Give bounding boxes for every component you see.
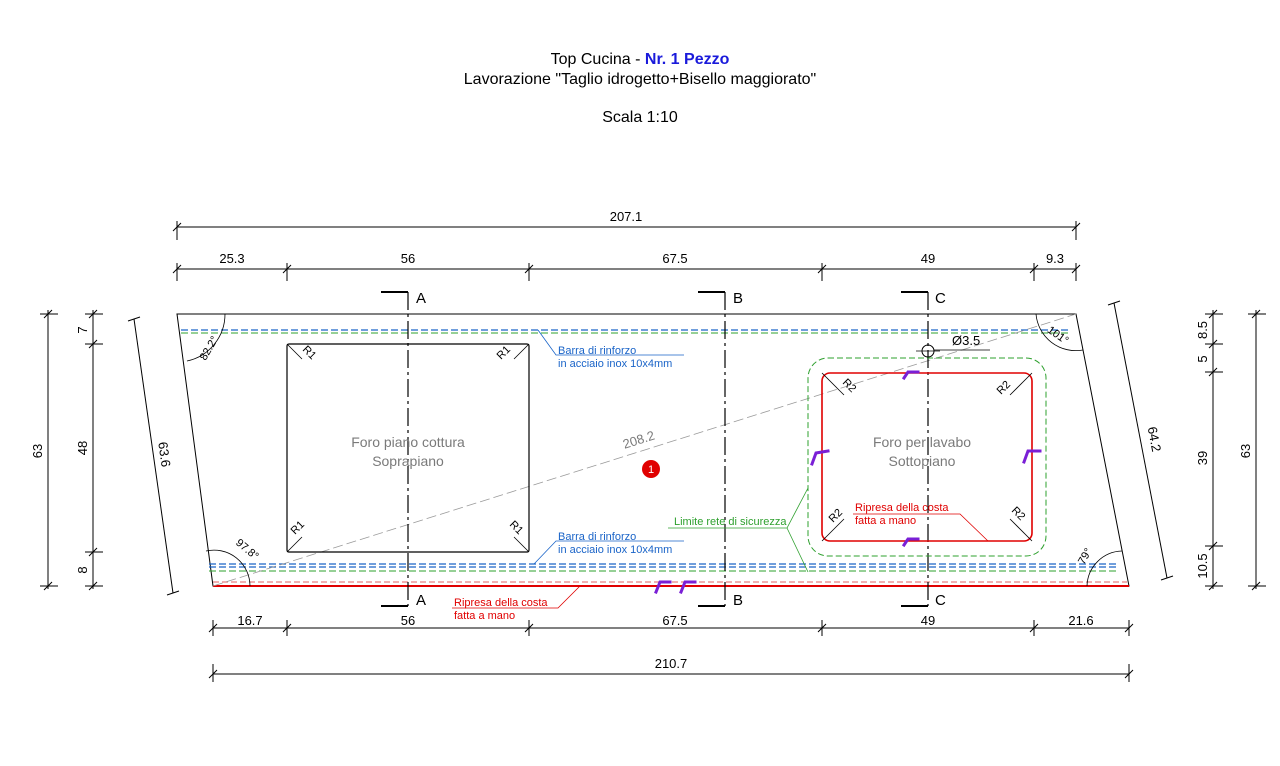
top-dim-1: 25.3 <box>219 251 244 266</box>
cooktop-radius-tl: R1 <box>300 344 318 362</box>
right-dim-4: 10.5 <box>1195 553 1210 578</box>
cooktop-radius-tr: R1 <box>495 344 513 362</box>
bottom-dim-5: 21.6 <box>1068 613 1093 628</box>
sink-hand-edge-note-1: Ripresa della costa <box>855 502 949 514</box>
safety-net-limit <box>807 357 1047 557</box>
cooktop-cutout <box>286 343 530 553</box>
title-prefix: Top Cucina - <box>550 51 645 68</box>
right-dim-2: 5 <box>1195 355 1210 362</box>
sink-label-2: Sottopiano <box>889 453 956 469</box>
drawing-header: Top Cucina - Nr. 1 Pezzo Lavorazione "Ta… <box>0 50 1280 128</box>
sink-cutout <box>821 372 1033 542</box>
section-label-c-bottom: C <box>935 592 946 609</box>
diagonal-dim: 208.2 <box>621 428 657 452</box>
drawing-scale: Scala 1:10 <box>602 109 678 126</box>
right-dim-1: 8.5 <box>1195 321 1210 339</box>
section-label-c-top: C <box>935 290 946 307</box>
top-dim-3: 67.5 <box>662 251 687 266</box>
piece-number: 1 <box>648 464 654 476</box>
angle-arc-top-left <box>186 313 226 362</box>
bottom-dim-2: 56 <box>401 613 415 628</box>
bottom-dim-1: 16.7 <box>237 613 262 628</box>
bottom-dim-4: 49 <box>921 613 935 628</box>
bar-bottom-note-2: in acciaio inox 10x4mm <box>558 544 672 556</box>
drawing-subtitle: Lavorazione "Taglio idrogetto+Bisello ma… <box>463 71 817 88</box>
cooktop-label-1: Foro piano cottura <box>351 434 465 450</box>
front-hand-edge-note-2: fatta a mano <box>454 610 515 622</box>
top-dim-4: 49 <box>921 251 935 266</box>
section-label-a-top: A <box>416 290 426 307</box>
left-dim-2: 48 <box>75 441 90 455</box>
bar-top-note-2: in acciaio inox 10x4mm <box>558 358 672 370</box>
cooktop-radius-br: R1 <box>507 519 525 537</box>
annotation-leaders <box>452 329 989 609</box>
angle-arc-top-right <box>1035 313 1084 351</box>
left-dimensions <box>40 309 180 596</box>
bottom-dim-3: 67.5 <box>662 613 687 628</box>
right-dimensions <box>1107 300 1266 591</box>
diagonal-line <box>212 313 1077 587</box>
left-edge-dim: 63.6 <box>155 441 173 468</box>
hand-finish-markers <box>654 370 1042 594</box>
drawing-title: Top Cucina - Nr. 1 Pezzo <box>0 50 1280 70</box>
piece-number-marker <box>642 460 660 478</box>
cooktop-label-2: Soprapiano <box>372 453 444 469</box>
right-edge-dim: 64.2 <box>1145 425 1165 453</box>
bar-bottom-note-1: Barra di rinforzo <box>558 531 636 543</box>
section-label-a-bottom: A <box>416 592 426 609</box>
section-label-b-bottom: B <box>733 592 743 609</box>
sink-hand-edge-note-2: fatta a mano <box>855 515 916 527</box>
bottom-dimensions <box>208 620 1134 682</box>
right-dim-3: 39 <box>1195 451 1210 465</box>
top-total-dim: 207.1 <box>610 209 643 224</box>
angle-top-right: 101° <box>1045 324 1071 347</box>
bottom-total-dim: 210.7 <box>655 656 688 671</box>
bar-top-note-1: Barra di rinforzo <box>558 345 636 357</box>
section-label-b-top: B <box>733 290 743 307</box>
sink-radius-bl: R2 <box>827 507 845 525</box>
tap-hole-diameter: Ø3.5 <box>952 333 980 348</box>
angle-top-left: 82.2° <box>198 334 221 362</box>
angle-arc-bottom-left <box>205 549 251 587</box>
sink-label-1: Foro per lavabo <box>873 434 971 450</box>
angle-arc-bottom-right <box>1086 550 1123 587</box>
left-outer-dim: 63 <box>30 444 45 458</box>
front-hand-edge-note-1: Ripresa della costa <box>454 597 548 609</box>
top-dim-5: 9.3 <box>1046 251 1064 266</box>
right-outer-dim: 63 <box>1238 444 1253 458</box>
top-dim-2: 56 <box>401 251 415 266</box>
net-limit-note: Limite rete di sicurezza <box>674 516 787 528</box>
left-dim-3: 8 <box>75 566 90 573</box>
piece-count: Nr. 1 Pezzo <box>644 51 730 68</box>
left-dim-1: 7 <box>75 326 90 333</box>
sink-radius-tl: R2 <box>840 377 858 395</box>
cooktop-radius-bl: R1 <box>289 519 307 537</box>
top-dimensions <box>172 221 1081 281</box>
